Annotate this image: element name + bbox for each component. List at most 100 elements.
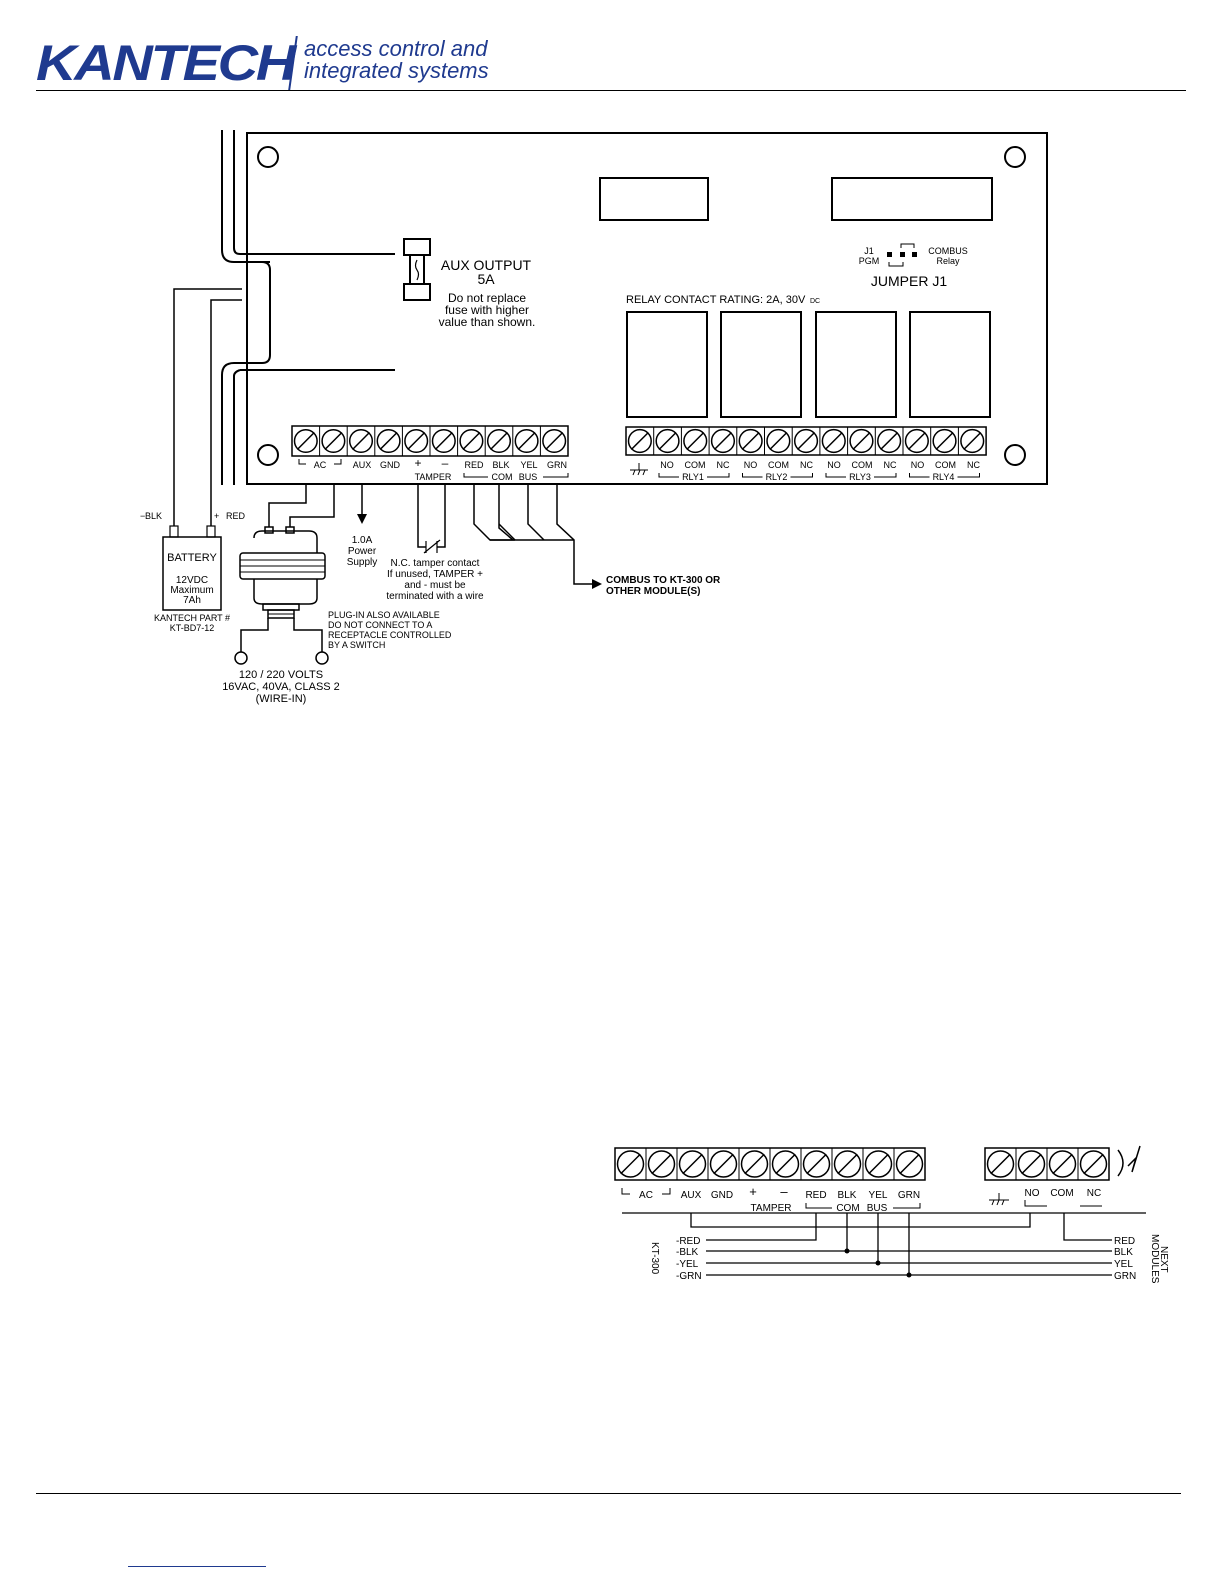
power-supply-2: Power xyxy=(348,546,377,557)
d2-left-blk: -BLK xyxy=(676,1247,699,1258)
terminal-screw xyxy=(895,1150,924,1178)
d2-term-yel: YEL xyxy=(869,1190,888,1201)
detail-relay-strip xyxy=(984,1147,1110,1181)
mount-hole xyxy=(1004,444,1026,466)
relay-rating: RELAY CONTACT RATING: 2A, 30V xyxy=(626,294,806,306)
relay-label: Relay xyxy=(936,256,960,266)
relay-4 xyxy=(909,311,991,418)
d2-term-blk: BLK xyxy=(838,1190,857,1201)
terminal-screw xyxy=(1079,1150,1108,1178)
term-aux: AUX xyxy=(353,460,372,470)
detail-terminal-strip xyxy=(614,1147,926,1181)
tamper-label: TAMPER xyxy=(415,472,452,482)
d2-tamper: TAMPER xyxy=(751,1203,792,1214)
battery-spec-2: Maximum xyxy=(170,585,213,596)
battery-wires xyxy=(173,288,242,526)
relay-name-label: RLY1 xyxy=(682,472,704,482)
terminal-screw xyxy=(655,428,680,454)
relay-2 xyxy=(720,311,802,418)
chip-right xyxy=(831,177,993,221)
d2-left-grn: -GRN xyxy=(676,1271,702,1282)
battery-part-2: KT-BD7-12 xyxy=(170,623,215,633)
d2-right-grn: GRN xyxy=(1114,1271,1136,1282)
d2-term-grn: GRN xyxy=(898,1190,920,1201)
relay-terminal-label: COM xyxy=(935,460,956,470)
aux-output-title: AUX OUTPUT xyxy=(441,257,532,273)
tamper-note-2: If unused, TAMPER + xyxy=(387,569,483,580)
board-outline xyxy=(246,132,1048,485)
volts-2: 16VAC, 40VA, CLASS 2 xyxy=(222,681,340,693)
terminal-screw xyxy=(793,428,819,454)
aux-output-amps: 5A xyxy=(477,271,495,287)
plugin-note-3: RECEPTACLE CONTROLLED xyxy=(328,630,452,640)
tamper-note-1: N.C. tamper contact xyxy=(391,558,480,569)
term-red: RED xyxy=(464,460,484,470)
tagline: access control and integrated systems xyxy=(304,38,489,82)
terminal-screw xyxy=(766,428,791,454)
relay-rating-sub: DC xyxy=(810,298,820,305)
relay-terminal-label: NO xyxy=(911,460,925,470)
d2-right-device-2: MODULES xyxy=(1149,1234,1160,1284)
terminal-screw xyxy=(542,428,567,454)
terminal-screw xyxy=(833,1150,862,1178)
bus-label: BUS xyxy=(519,472,538,482)
terminal-screw xyxy=(616,1150,645,1178)
cabinet-wall-inner xyxy=(233,130,395,485)
terminal-screw xyxy=(1048,1150,1077,1178)
terminal-screw xyxy=(404,428,429,454)
volts-3: (WIRE-IN) xyxy=(256,693,307,705)
relay-terminal-label: NC xyxy=(717,460,730,470)
terminal-screw xyxy=(960,428,985,454)
mount-hole xyxy=(257,444,279,466)
term-blk: BLK xyxy=(492,460,509,470)
fuse-body xyxy=(409,255,425,284)
d2-relay-com: COM xyxy=(1050,1188,1073,1199)
blk-minus: − xyxy=(140,511,145,521)
terminal-screw xyxy=(932,428,957,454)
d2-left-yel: -YEL xyxy=(676,1259,699,1270)
relay-terminal-label: NO xyxy=(744,460,758,470)
d2-relay-no: NO xyxy=(1025,1188,1040,1199)
term-minus: – xyxy=(442,456,449,470)
d2-ground-symbol xyxy=(989,1193,1009,1206)
j1-label: J1 xyxy=(864,246,874,256)
power-supply-3: Supply xyxy=(347,557,378,568)
terminal-screw xyxy=(904,428,929,454)
jumper-label: JUMPER J1 xyxy=(871,273,947,289)
terminal-screw xyxy=(986,1150,1015,1178)
combus-wires xyxy=(473,485,598,585)
header-rule xyxy=(36,90,1186,91)
fuse-holder-bottom xyxy=(403,283,431,301)
relay-terminal-label: NC xyxy=(884,460,897,470)
fuse-note-1: Do not replace xyxy=(448,291,526,305)
terminal-screw xyxy=(802,1150,831,1178)
term-grn: GRN xyxy=(547,460,567,470)
footer-rule xyxy=(36,1493,1181,1494)
relay-terminal-label: NO xyxy=(660,460,674,470)
plugin-note-2: DO NOT CONNECT TO A xyxy=(328,620,432,630)
terminal-screw xyxy=(376,428,401,454)
terminal-screw xyxy=(348,428,374,454)
chip-left xyxy=(599,177,709,221)
page-header: KANTECH access control and integrated sy… xyxy=(36,34,1186,94)
terminal-screw xyxy=(849,428,874,454)
terminal-screw xyxy=(864,1150,893,1178)
fuse-note-2: fuse with higher xyxy=(445,303,529,317)
term-yel: YEL xyxy=(520,460,537,470)
tagline-line-2: integrated systems xyxy=(304,58,489,83)
tamper-note-4: terminated with a wire xyxy=(386,591,484,602)
relay-name-label: RLY4 xyxy=(933,472,955,482)
red-label-plus: + xyxy=(214,511,219,521)
tagline-line-1: access control and xyxy=(304,36,488,61)
d2-bus: BUS xyxy=(867,1203,888,1214)
terminal-screw xyxy=(321,428,346,454)
term-gnd: GND xyxy=(380,460,401,470)
combus-label: COMBUS xyxy=(928,246,968,256)
combus-note-1: COMBUS TO KT-300 OR xyxy=(606,575,721,586)
terminal-screw xyxy=(738,428,763,454)
relay-terminal-label: NO xyxy=(827,460,841,470)
terminal-screw xyxy=(1017,1150,1046,1178)
relay-1 xyxy=(626,311,708,418)
d2-term-minus: – xyxy=(780,1184,788,1199)
kantech-logo: KANTECH xyxy=(36,35,296,91)
